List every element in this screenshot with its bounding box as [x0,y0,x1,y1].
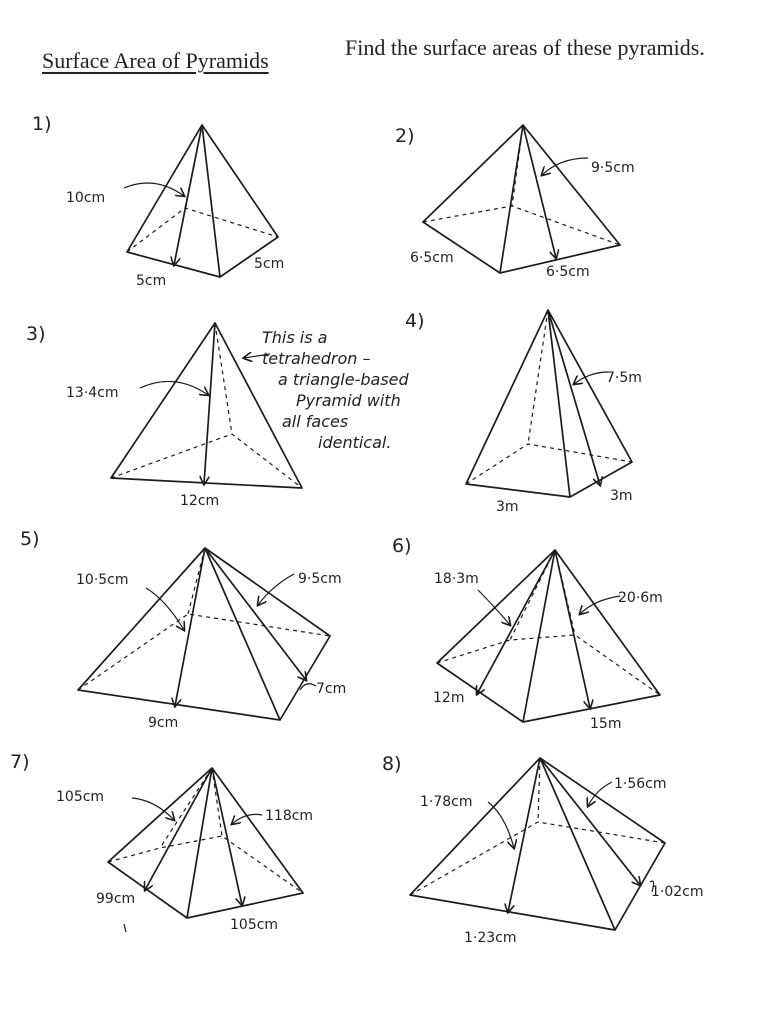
pyramid-2 [422,124,621,274]
problem-3-note-line-2: tetrahedron – [262,349,371,368]
instructions: Find the surface areas of these pyramids… [345,35,705,60]
problem-3-slant-label: 13·4cm [66,385,119,401]
problem-8-slant-label-b: 1·56cm [614,776,667,792]
problem-4: 4) 7·5m 3m 3m [405,309,642,515]
problem-8-base-label: 1·23cm [464,930,517,946]
problem-6-side-label: 15m [590,716,621,732]
pyramid-8 [409,757,666,931]
pyramid-3 [110,322,303,489]
problem-5-number: 5) [20,528,40,550]
problem-7: 7) 105cm 118cm 99cm 105cm [10,751,313,933]
problem-4-side-label: 3m [610,488,633,504]
problem-8: 8) 1·78cm 1·56cm 1·02cm 1·23cm [382,753,704,946]
problem-1-slant-label: 10cm [66,190,105,206]
worksheet-title: Surface Area of Pyramids [42,48,269,73]
problem-7-number: 7) [10,751,30,773]
problem-3: 3) 13·4cm 12cm This is a tetrahedron – a… [26,322,409,509]
pyramid-4 [465,309,633,498]
pyramid-6 [436,549,661,723]
problem-3-number: 3) [26,323,46,345]
problem-2-slant-label: 9·5cm [591,160,635,176]
problem-6: 6) 18·3m 20·6m 12m 15m [392,535,663,732]
problem-6-number: 6) [392,535,412,557]
problem-3-note-line-5: all faces [282,412,348,431]
problem-7-slant-label-a: 105cm [56,789,104,805]
problem-4-slant-label: 7·5m [606,370,642,386]
problem-3-base-label: 12cm [180,493,219,509]
problem-1-side-label: 5cm [254,256,284,272]
problem-3-note-line-1: This is a [262,328,327,347]
problem-3-note-line-6: identical. [318,433,391,452]
pyramid-1 [123,124,279,278]
pyramid-5 [77,547,331,721]
problem-2-side-label: 6·5cm [546,264,590,280]
problem-8-number: 8) [382,753,402,775]
problem-3-note-line-3: a triangle-based [278,370,409,389]
problem-7-side-label: 105cm [230,917,278,933]
problem-2: 2) 9·5cm 6·5cm 6·5cm [395,124,635,280]
problem-5-slant-label-b: 9·5cm [298,571,342,587]
problem-5-slant-label-a: 10·5cm [76,572,129,588]
problem-2-base-label: 6·5cm [410,250,454,266]
problem-7-base-label: 99cm [96,891,135,907]
problem-8-side-label: 1·02cm [651,884,704,900]
problem-5-base-label: 9cm [148,715,178,731]
problem-3-note-line-4: Pyramid with [296,391,401,410]
problem-1-number: 1) [32,113,52,135]
problem-1: 1) 10cm 5cm 5cm [32,113,284,289]
problem-6-base-label: 12m [433,690,464,706]
problem-5-side-label: 7cm [316,681,346,697]
problem-8-slant-label-a: 1·78cm [420,794,473,810]
problem-7-slant-label-b: 118cm [265,808,313,824]
problem-6-slant-label-a: 18·3m [434,571,479,587]
problem-2-number: 2) [395,125,415,147]
problem-6-slant-label-b: 20·6m [618,590,663,606]
problem-4-base-label: 3m [496,499,519,515]
problem-1-base-label: 5cm [136,273,166,289]
pyramid-7 [107,767,304,933]
problem-5: 5) 10·5cm 9·5cm 9cm 7cm [20,528,346,731]
problem-4-number: 4) [405,310,425,332]
